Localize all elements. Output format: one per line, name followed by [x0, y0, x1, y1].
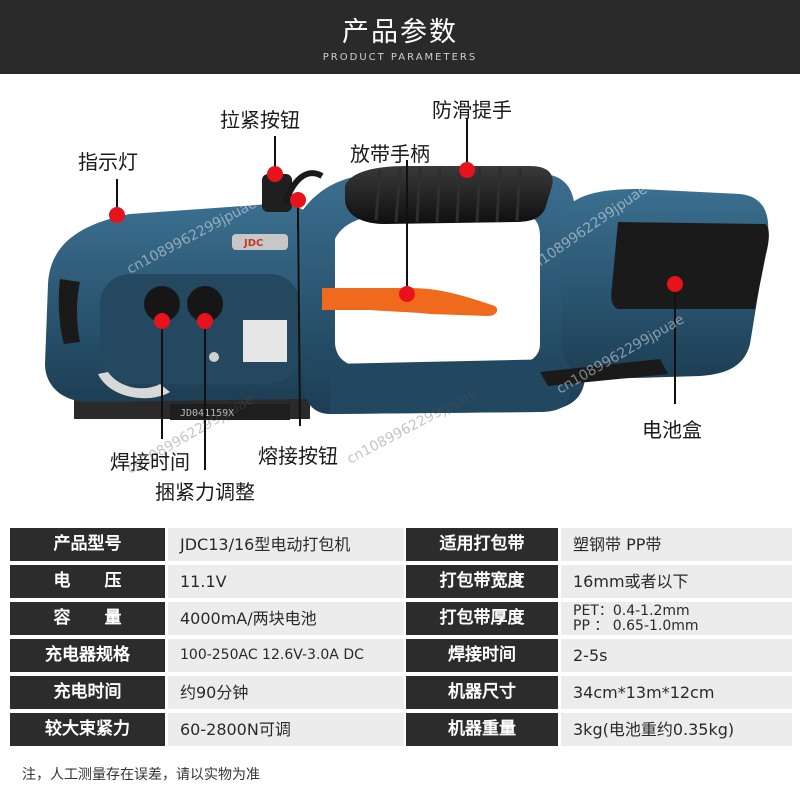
- page-subtitle: PRODUCT PARAMETERS: [322, 52, 478, 63]
- page-header: 产品参数 PRODUCT PARAMETERS: [0, 0, 800, 74]
- spec-label: 焊接时间: [406, 639, 558, 672]
- spec-label: 充电器规格: [10, 639, 165, 672]
- spec-row: 较大束紧力 60-2800N可调 机器重量 3kg(电池重约0.35kg): [10, 713, 792, 746]
- marker-release-cable: [290, 192, 306, 208]
- spec-value: JDC13/16型电动打包机: [168, 528, 404, 561]
- spec-label: 机器尺寸: [406, 676, 558, 709]
- side-vent: [58, 279, 80, 344]
- marker-tension-button: [267, 166, 283, 182]
- battery-cover: [611, 222, 769, 309]
- spec-label: 打包带厚度: [406, 602, 558, 635]
- callout-non-slip-handle: 防滑提手: [432, 98, 512, 122]
- spec-sticker: [243, 320, 287, 362]
- serial-plate-text: JD041159X: [180, 408, 234, 419]
- spec-value: 3kg(电池重约0.35kg): [561, 713, 792, 746]
- battery-vent: [540, 359, 668, 386]
- spec-value: 11.1V: [168, 565, 404, 598]
- spec-row: 充电时间 约90分钟 机器尺寸 34cm*13m*12cm: [10, 676, 792, 709]
- serial-plate: [170, 404, 290, 420]
- feed-wheel: [98, 372, 170, 399]
- spec-value-multiline: PET：0.4-1.2mm PP ： 0.65-1.0mm: [561, 602, 792, 635]
- marker-indicator-light: [109, 207, 125, 223]
- marker-battery-box: [667, 276, 683, 292]
- spec-label: 机器重量: [406, 713, 558, 746]
- lower-bar: [330, 359, 570, 414]
- tension-knob: [187, 286, 223, 322]
- brand-badge: [232, 234, 288, 250]
- leader-fusion-button: [297, 207, 301, 427]
- callout-tension-button: 拉紧按钮: [220, 108, 300, 132]
- spec-label: 适用打包带: [406, 528, 558, 561]
- callout-weld-time: 焊接时间: [110, 450, 190, 474]
- spec-label: 充电时间: [10, 676, 165, 709]
- grip-ridges: [374, 166, 522, 223]
- spec-value: 100-250AC 12.6V-3.0A DC: [168, 639, 404, 672]
- brand-badge-text: JDC: [243, 238, 263, 249]
- disclaimer-note: 注，人工测量存在误差，请以实物为准: [22, 767, 260, 783]
- spec-label: 较大束紧力: [10, 713, 165, 746]
- spec-row: 电 压 11.1V 打包带宽度 16mm或者以下: [10, 565, 792, 598]
- callout-fusion-button: 熔接按钮: [258, 444, 338, 468]
- spec-value: 4000mA/两块电池: [168, 602, 404, 635]
- product-figure: JD041159X JDC: [0, 74, 800, 524]
- spec-label: 打包带宽度: [406, 565, 558, 598]
- page-title: 产品参数: [342, 17, 458, 48]
- spec-label: 电 压: [10, 565, 165, 598]
- spec-value: 约90分钟: [168, 676, 404, 709]
- spec-value: 60-2800N可调: [168, 713, 404, 746]
- callout-tension-adjust: 捆紧力调整: [155, 480, 255, 504]
- marker-weld-knob: [154, 313, 170, 329]
- marker-group: [109, 162, 683, 329]
- spec-value-line: PET：0.4-1.2mm: [573, 603, 690, 619]
- spec-value: 34cm*13m*12cm: [561, 676, 792, 709]
- callout-indicator-light: 指示灯: [78, 150, 138, 174]
- callout-battery-box: 电池盒: [642, 418, 702, 442]
- marker-tension-knob: [197, 313, 213, 329]
- release-cable: [282, 170, 324, 206]
- spec-value: 16mm或者以下: [561, 565, 792, 598]
- marker-release-lever: [399, 286, 415, 302]
- spec-label: 容 量: [10, 602, 165, 635]
- spec-value: 2-5s: [561, 639, 792, 672]
- handle-opening: [335, 214, 540, 366]
- spec-label: 产品型号: [10, 528, 165, 561]
- leader-lines: [116, 118, 676, 470]
- spec-row: 容 量 4000mA/两块电池 打包带厚度 PET：0.4-1.2mm PP ：…: [10, 602, 792, 635]
- callout-release-handle: 放带手柄: [350, 142, 430, 166]
- spec-value: 塑钢带 PP带: [561, 528, 792, 561]
- spec-row: 充电器规格 100-250AC 12.6V-3.0A DC 焊接时间 2-5s: [10, 639, 792, 672]
- spec-value-line: PP ： 0.65-1.0mm: [573, 618, 699, 634]
- panel-screw: [209, 352, 219, 362]
- spec-row: 产品型号 JDC13/16型电动打包机 适用打包带 塑钢带 PP带: [10, 528, 792, 561]
- marker-non-slip-grip: [459, 162, 475, 178]
- release-lever: [322, 288, 498, 316]
- weld-time-knob: [144, 286, 180, 322]
- strapping-tool-illustration: JD041159X JDC: [45, 118, 769, 477]
